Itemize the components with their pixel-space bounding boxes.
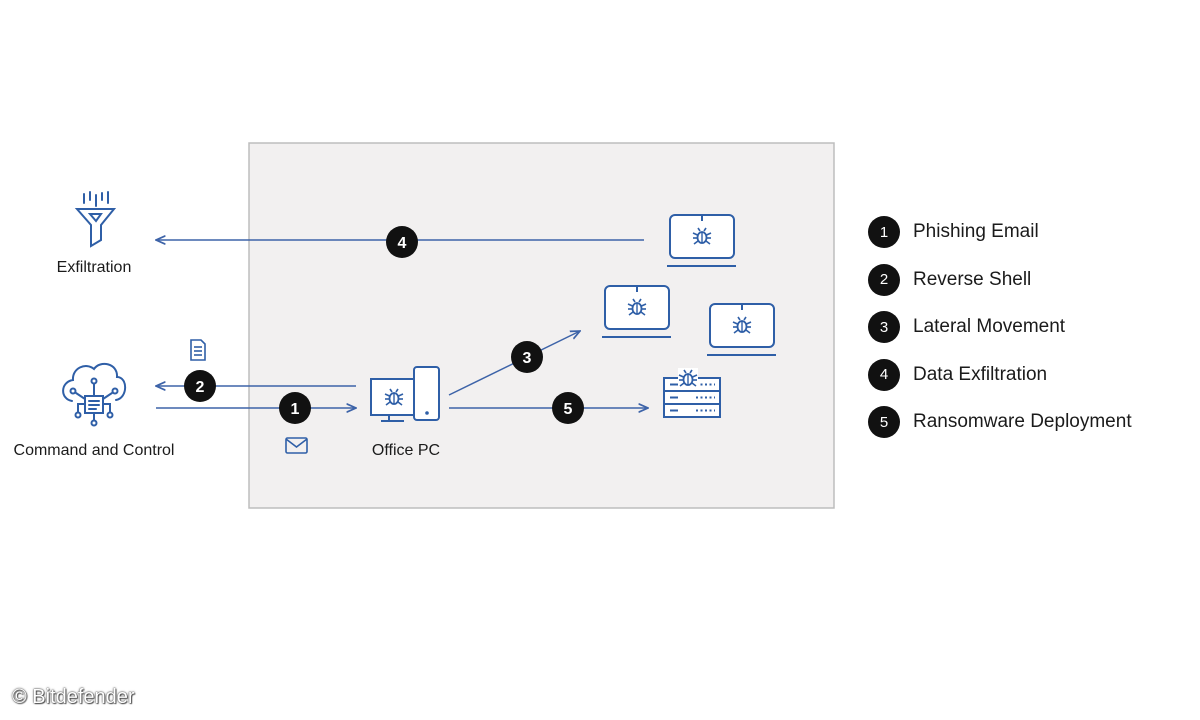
legend-badge: 5	[868, 406, 900, 438]
svg-text:2: 2	[196, 379, 205, 396]
infected-laptop-icon	[707, 303, 776, 356]
legend-label: Reverse Shell	[913, 268, 1032, 290]
legend-item: 1 Phishing Email	[868, 216, 1188, 248]
document-icon	[190, 339, 206, 361]
legend-item: 2 Reverse Shell	[868, 263, 1188, 296]
legend-item: 5 Ransomware Deployment	[868, 406, 1188, 438]
exfiltration-label: Exfiltration	[57, 259, 132, 276]
envelope-icon	[285, 437, 308, 454]
legend-badge: 1	[868, 216, 900, 248]
step-badge-4: 4	[386, 226, 418, 258]
legend: 1 Phishing Email 2 Reverse Shell 3 Later…	[868, 216, 1188, 454]
legend-item: 4 Data Exfiltration	[868, 358, 1188, 391]
legend-label: Phishing Email	[913, 221, 1039, 242]
copyright-notice: © Bitdefender	[12, 686, 135, 708]
funnel-icon	[74, 191, 117, 248]
office-pc-label: Office PC	[372, 442, 440, 459]
svg-text:1: 1	[291, 401, 300, 418]
svg-text:5: 5	[564, 401, 573, 418]
legend-label: Ransomware Deployment	[913, 411, 1132, 432]
legend-badge: 2	[868, 263, 900, 296]
svg-text:3: 3	[523, 350, 532, 367]
legend-label: Lateral Movement	[913, 316, 1066, 337]
legend-item: 3 Lateral Movement	[868, 311, 1188, 343]
infected-computer-icon	[370, 366, 440, 422]
infected-laptop-icon	[667, 214, 736, 267]
infected-laptop-icon	[602, 285, 671, 338]
legend-label: Data Exfiltration	[913, 363, 1048, 385]
command-and-control-label: Command and Control	[14, 442, 175, 459]
step-badge-1: 1	[279, 392, 311, 424]
step-badge-2: 2	[184, 370, 216, 402]
legend-badge: 3	[868, 311, 900, 343]
svg-text:4: 4	[398, 235, 407, 252]
cloud-network-icon	[62, 362, 127, 427]
step-badge-3: 3	[511, 341, 543, 373]
step-badge-5: 5	[552, 392, 584, 424]
legend-badge: 4	[868, 358, 900, 391]
